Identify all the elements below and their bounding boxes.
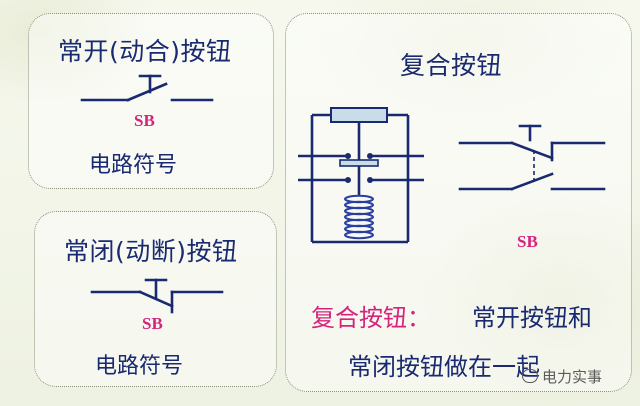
- normally-closed-title: 常闭(动断)按钮: [64, 237, 238, 266]
- combination-description-line1: 常开按钮和: [472, 304, 592, 332]
- normally-closed-caption: 电路符号: [95, 354, 184, 379]
- moving-contact: [339, 159, 379, 167]
- normally-closed-sb-label: SB: [142, 314, 163, 333]
- combination-panel: [285, 13, 632, 392]
- normally-open-caption: 电路符号: [89, 153, 178, 178]
- combination-description-line2: 常闭按钮做在一起: [348, 353, 540, 381]
- spring: [344, 194, 374, 240]
- normally-open-title: 常开(动合)按钮: [58, 37, 232, 66]
- combination-title: 复合按钮: [400, 51, 503, 80]
- wechat-icon: [522, 369, 538, 383]
- combination-description-term: 复合按钮：: [311, 304, 431, 332]
- normally-open-sb-label: SB: [134, 111, 155, 130]
- watermark: 电力实事: [522, 366, 602, 387]
- normally-open-panel: [28, 13, 274, 189]
- watermark-text: 电力实事: [542, 368, 603, 386]
- combination-sb-label: SB: [517, 232, 538, 251]
